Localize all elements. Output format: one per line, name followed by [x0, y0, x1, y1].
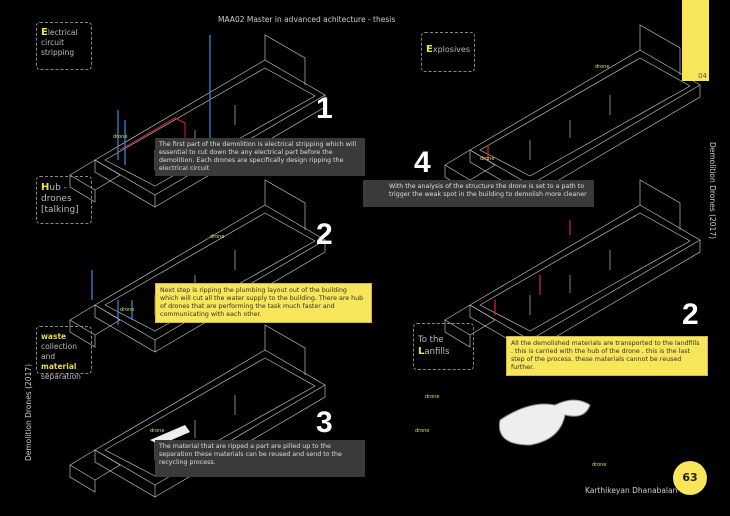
svg-text:drone: drone: [415, 428, 429, 434]
svg-text:drone: drone: [595, 64, 609, 70]
label-initial: E: [41, 27, 48, 38]
building-drawing-2: [69, 179, 326, 353]
building-drawing-1: [69, 34, 326, 208]
label-text: ub - drones [talking]: [41, 183, 79, 215]
header-title: MAA02 Master in advanced achitecture - t…: [218, 15, 396, 24]
label-text: waste: [41, 332, 67, 341]
label-text: lectrical circuit stripping: [41, 28, 78, 57]
label-initial: E: [426, 44, 433, 55]
step-4-description: With the analysis of the structure the d…: [363, 180, 594, 207]
svg-text:drone: drone: [150, 428, 164, 434]
svg-text:drone: drone: [592, 462, 606, 468]
step-number-4: 4: [414, 146, 431, 179]
step-number-2: 2: [316, 218, 333, 251]
label-text: To the: [418, 335, 444, 345]
label-text: separation: [41, 372, 81, 381]
step-number-3: 3: [316, 406, 333, 439]
label-initial: H: [41, 182, 50, 193]
step-3-description: The material that are ripped a part are …: [155, 440, 365, 477]
side-title-right: Demolition Drones (2017): [708, 141, 718, 240]
side-title-left: Demolition Drones (2017): [24, 363, 34, 462]
page-number-badge: 63: [673, 461, 707, 495]
label-hub: Hub - drones [talking]: [36, 176, 92, 224]
label-text: material: [41, 362, 77, 371]
svg-text:drone: drone: [480, 156, 494, 162]
svg-text:drone: drone: [425, 394, 439, 400]
svg-text:drone: drone: [210, 234, 224, 240]
label-text: and: [41, 352, 56, 361]
label-text: collection: [41, 342, 77, 351]
step-number-1: 1: [316, 92, 333, 125]
section-number: 04: [698, 72, 707, 80]
label-explosives: Explosives: [421, 32, 475, 72]
label-text: anfills: [424, 347, 450, 357]
label-initial: L: [418, 346, 425, 357]
svg-text:drone: drone: [120, 307, 134, 313]
step-1-description: The first part of the demolition is elec…: [155, 138, 365, 176]
step-number-5: 2: [682, 298, 699, 331]
svg-text:drone: drone: [113, 134, 127, 140]
section-tab: 04: [682, 0, 709, 81]
author-name: Karthikeyan Dhanabalan: [585, 486, 678, 495]
step-5-description: All the demolished materials are transpo…: [506, 336, 708, 376]
step-2-description: Next step is ripping the plumbing layout…: [155, 283, 372, 323]
building-drawing-4: [444, 24, 701, 198]
label-electrical: Electrical circuit stripping: [36, 22, 92, 70]
label-text: xplosives: [432, 45, 470, 54]
